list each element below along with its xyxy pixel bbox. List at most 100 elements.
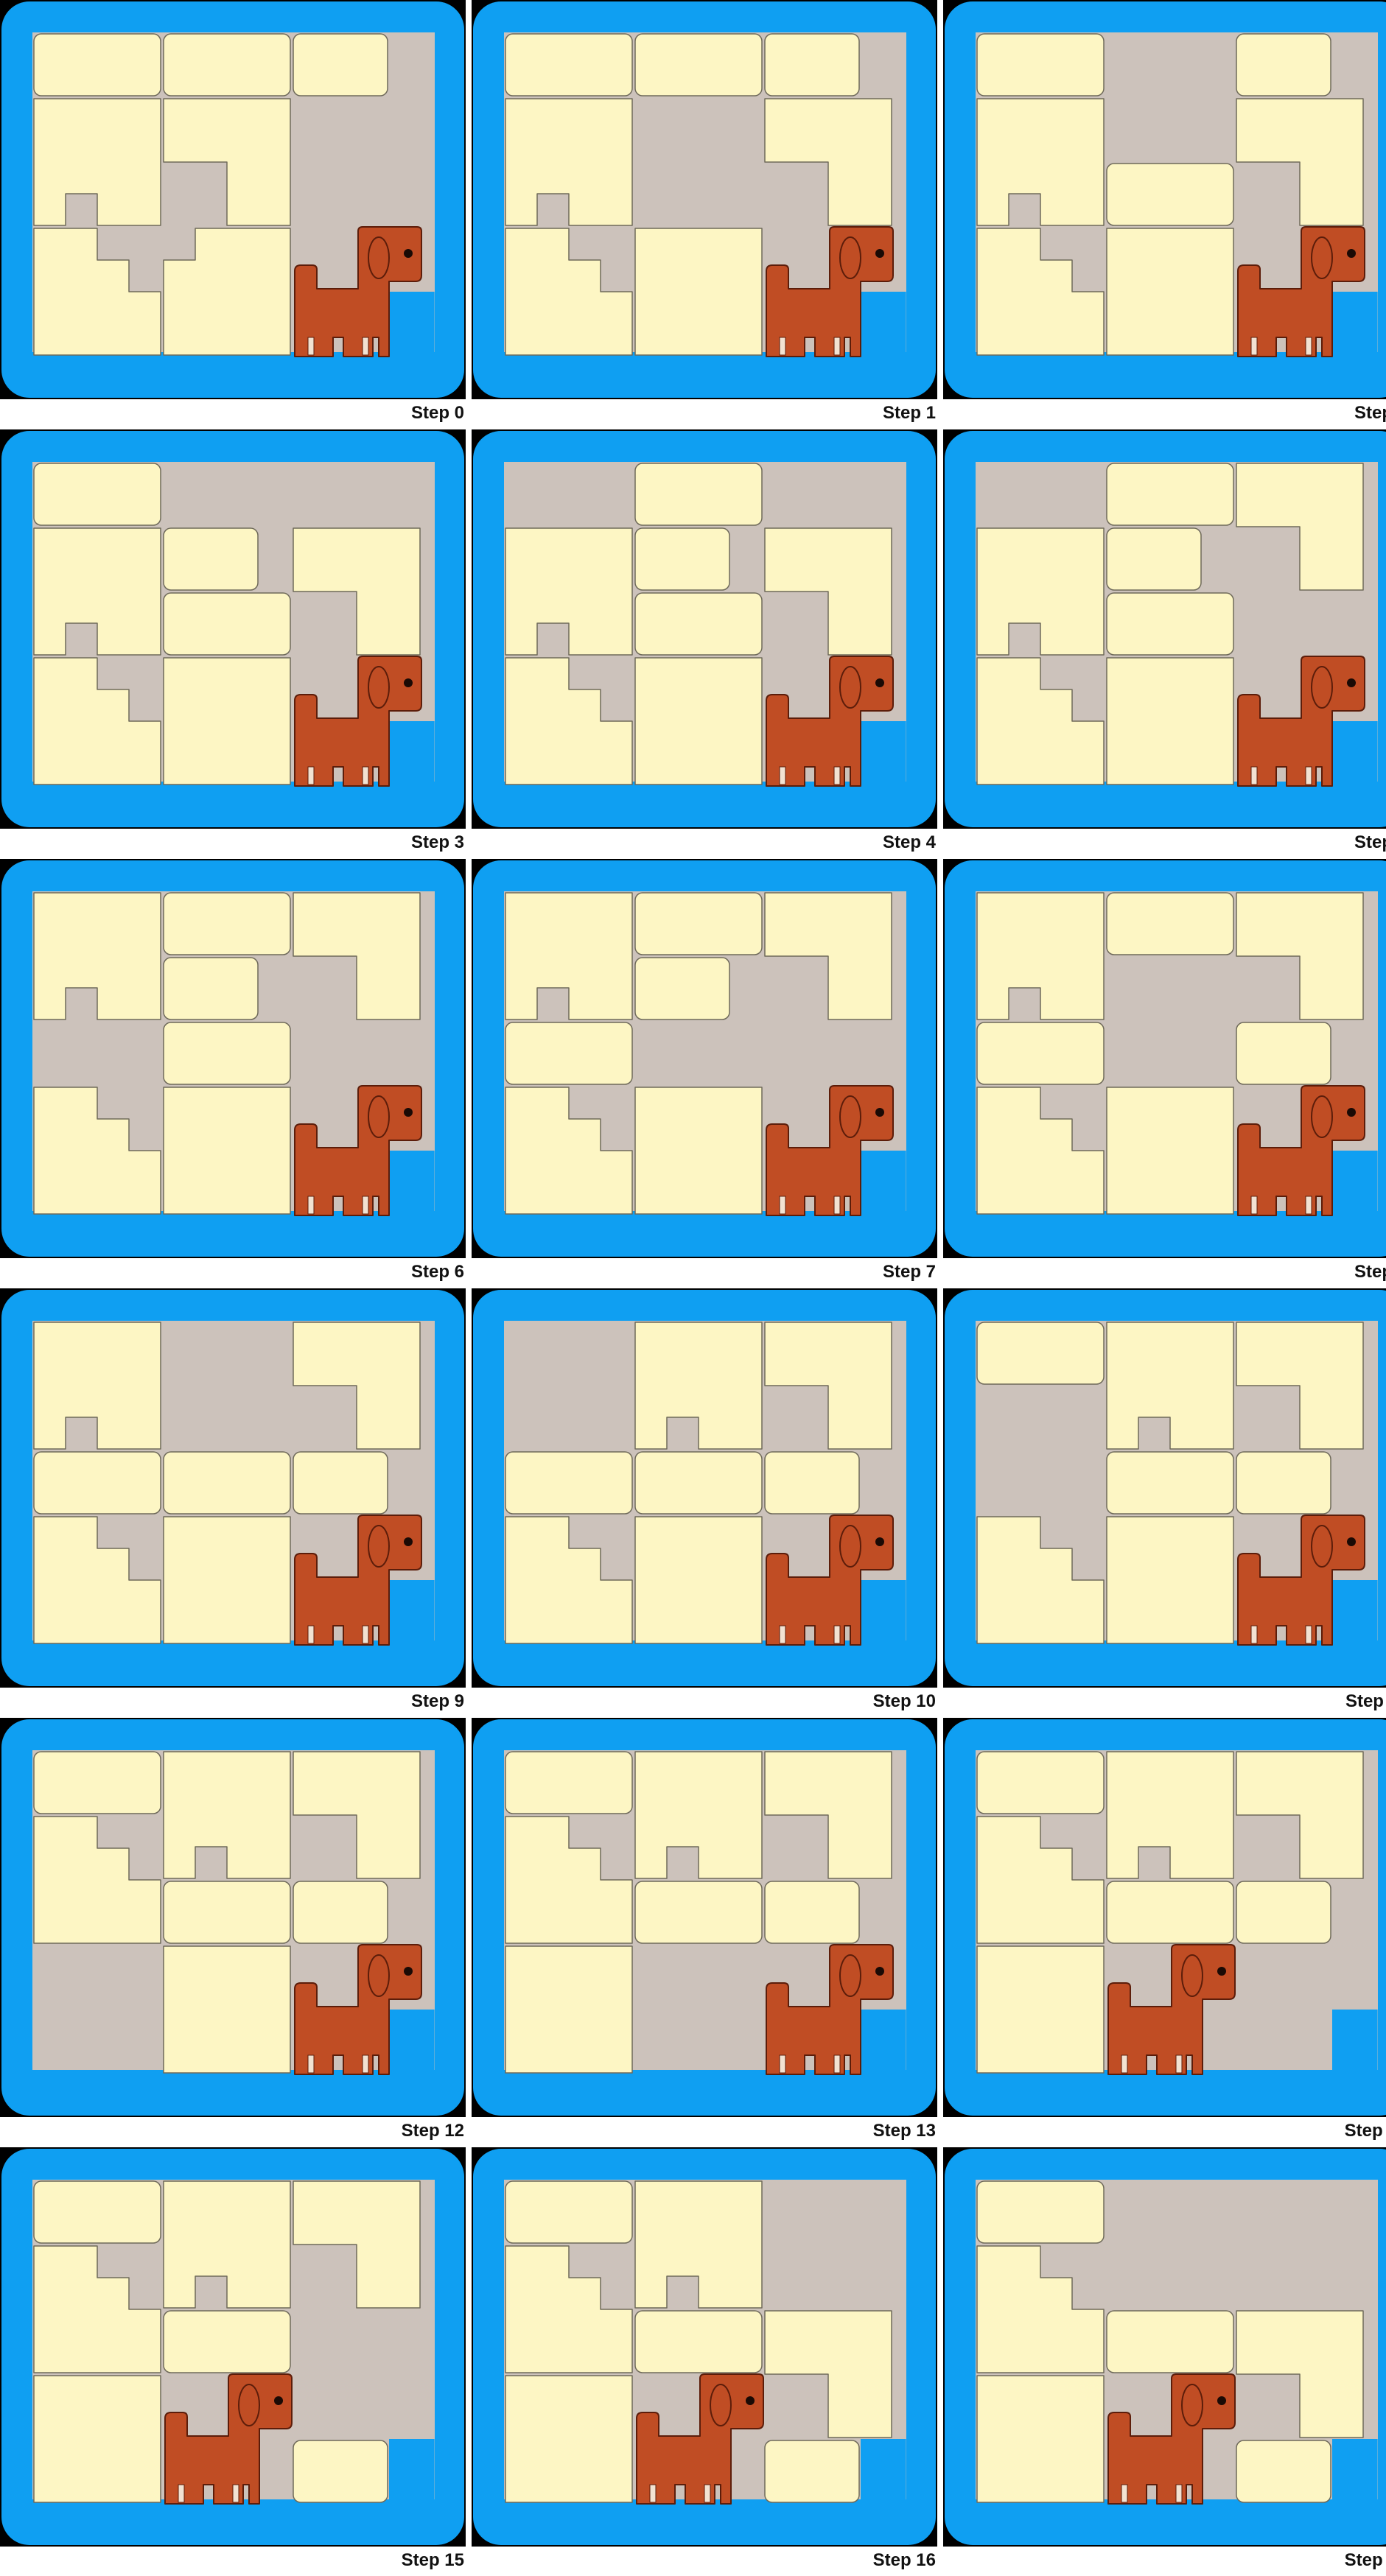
block-piece[interactable] [505, 34, 632, 96]
block-piece[interactable] [1107, 1517, 1233, 1643]
block-piece[interactable] [635, 1881, 762, 1943]
block-piece[interactable] [1107, 1752, 1233, 1878]
block-piece[interactable] [164, 34, 290, 96]
block-piece[interactable] [635, 893, 762, 955]
block-piece[interactable] [1107, 228, 1233, 355]
exit-slot [1332, 292, 1378, 357]
block-piece[interactable] [977, 528, 1104, 655]
dog-eye [875, 1537, 884, 1546]
block-piece[interactable] [1236, 34, 1331, 96]
block-piece[interactable] [635, 1452, 762, 1514]
block-piece[interactable] [1107, 164, 1233, 225]
block-piece[interactable] [505, 2181, 632, 2243]
block-piece[interactable] [635, 1322, 762, 1449]
block-piece[interactable] [34, 893, 161, 1019]
block-piece[interactable] [293, 1452, 388, 1514]
block-piece[interactable] [1107, 463, 1233, 525]
block-piece[interactable] [164, 658, 290, 785]
block-piece[interactable] [1107, 528, 1201, 590]
block-piece[interactable] [293, 2440, 388, 2502]
dog-leg [834, 1196, 840, 1214]
block-piece[interactable] [977, 99, 1104, 225]
block-piece[interactable] [977, 1022, 1104, 1084]
block-piece[interactable] [34, 463, 161, 525]
block-piece[interactable] [34, 1752, 161, 1814]
block-piece[interactable] [635, 593, 762, 655]
block-piece[interactable] [635, 2311, 762, 2373]
block-piece[interactable] [293, 1881, 388, 1943]
block-piece[interactable] [164, 1752, 290, 1878]
block-piece[interactable] [1236, 1881, 1331, 1943]
block-piece[interactable] [164, 1517, 290, 1643]
dog-leg [1176, 2485, 1182, 2502]
block-piece[interactable] [1236, 1452, 1331, 1514]
block-piece[interactable] [293, 34, 388, 96]
block-piece[interactable] [1107, 1322, 1233, 1449]
block-piece[interactable] [164, 2311, 290, 2373]
block-piece[interactable] [1236, 1022, 1331, 1084]
block-piece[interactable] [977, 1946, 1104, 2073]
dog-leg [178, 2485, 184, 2502]
block-piece[interactable] [34, 2181, 161, 2243]
block-piece[interactable] [977, 1752, 1104, 1814]
block-piece[interactable] [765, 2440, 859, 2502]
block-piece[interactable] [1107, 893, 1233, 955]
block-piece[interactable] [34, 2376, 161, 2502]
block-piece[interactable] [977, 2376, 1104, 2502]
block-piece[interactable] [34, 34, 161, 96]
block-piece[interactable] [765, 34, 859, 96]
block-piece[interactable] [1107, 1452, 1233, 1514]
block-piece[interactable] [164, 528, 258, 590]
block-piece[interactable] [505, 2376, 632, 2502]
dog-leg [834, 767, 840, 785]
exit-slot [389, 2439, 435, 2504]
block-piece[interactable] [635, 1087, 762, 1214]
block-piece[interactable] [505, 1452, 632, 1514]
exit-slot [1332, 2010, 1378, 2074]
block-piece[interactable] [635, 1517, 762, 1643]
block-piece[interactable] [765, 1881, 859, 1943]
block-piece[interactable] [164, 593, 290, 655]
block-piece[interactable] [977, 34, 1104, 96]
block-piece[interactable] [635, 463, 762, 525]
dog-leg [1121, 2485, 1127, 2502]
exit-slot [861, 1151, 906, 1215]
block-piece[interactable] [164, 1946, 290, 2073]
block-piece[interactable] [1107, 593, 1233, 655]
block-piece[interactable] [635, 2181, 762, 2308]
block-piece[interactable] [34, 99, 161, 225]
block-piece[interactable] [34, 1452, 161, 1514]
game-board [472, 1718, 937, 2117]
block-piece[interactable] [164, 1087, 290, 1214]
block-piece[interactable] [34, 528, 161, 655]
block-piece[interactable] [1107, 2311, 1233, 2373]
block-piece[interactable] [505, 99, 632, 225]
block-piece[interactable] [164, 1452, 290, 1514]
block-piece[interactable] [505, 528, 632, 655]
block-piece[interactable] [635, 658, 762, 785]
block-piece[interactable] [635, 228, 762, 355]
block-piece[interactable] [505, 1752, 632, 1814]
block-piece[interactable] [765, 1452, 859, 1514]
block-piece[interactable] [1236, 2440, 1331, 2502]
block-piece[interactable] [1107, 1087, 1233, 1214]
block-piece[interactable] [635, 1752, 762, 1878]
block-piece[interactable] [164, 958, 258, 1019]
block-piece[interactable] [635, 34, 762, 96]
block-piece[interactable] [1107, 1881, 1233, 1943]
block-piece[interactable] [505, 1022, 632, 1084]
block-piece[interactable] [164, 1881, 290, 1943]
block-piece[interactable] [635, 528, 729, 590]
block-piece[interactable] [977, 893, 1104, 1019]
block-piece[interactable] [164, 2181, 290, 2308]
block-piece[interactable] [164, 893, 290, 955]
block-piece[interactable] [977, 1322, 1104, 1384]
block-piece[interactable] [34, 1322, 161, 1449]
block-piece[interactable] [164, 1022, 290, 1084]
block-piece[interactable] [1107, 658, 1233, 785]
block-piece[interactable] [635, 958, 729, 1019]
block-piece[interactable] [977, 2181, 1104, 2243]
block-piece[interactable] [505, 1946, 632, 2073]
block-piece[interactable] [505, 893, 632, 1019]
dog-leg [650, 2485, 656, 2502]
